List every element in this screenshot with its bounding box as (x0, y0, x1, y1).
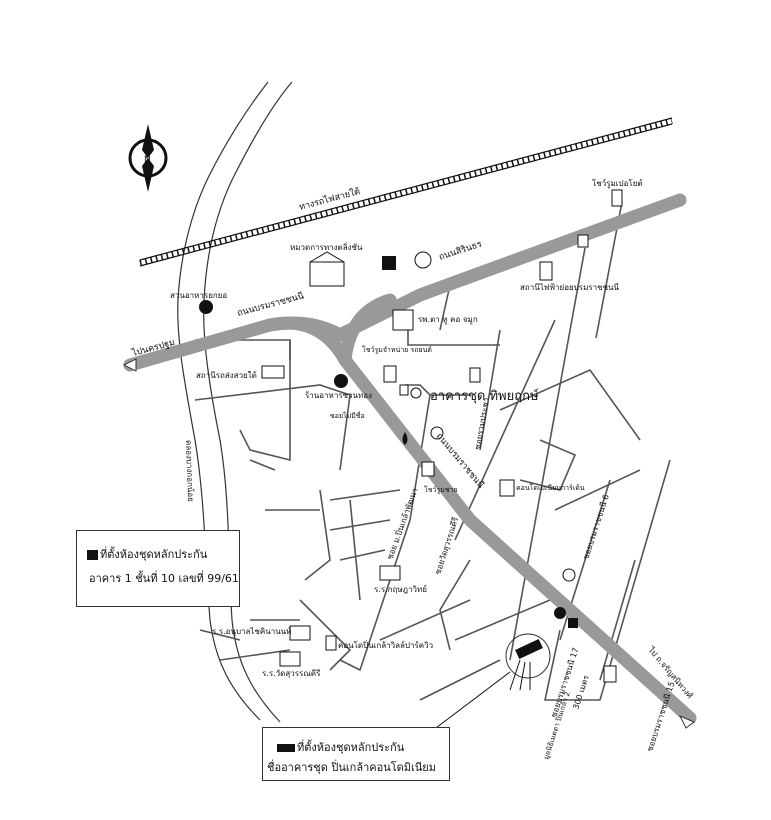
label-school-watsuwan: ร.ร.วัดสุวรรณคีรี (262, 669, 321, 678)
label-showroom-car: โชว์รูมจำหน่าย รถยนต์ (362, 345, 432, 354)
label-building-name: อาคารชุด ทิพยฤกษ์ (430, 388, 539, 404)
condo-icon (325, 635, 337, 651)
road-arrows (122, 358, 695, 729)
restaurant-2-icon (334, 374, 348, 388)
road-label-soi-mubaan: ซอย ม.ปิ่นเกล้าพัฒนา (384, 486, 420, 560)
fire-station-icon (261, 365, 285, 379)
target-site (419, 633, 551, 741)
black-square-icon (87, 550, 98, 560)
label-suan-ahan: สวนอาหารยกยอ (170, 291, 227, 300)
label-power-station: สถานีไฟฟ้าย่อยบรมราชชนนี (520, 283, 619, 292)
info-box-line2: อาคาร 1 ชั้นที่ 10 เลขที่ 99/61 (89, 572, 239, 585)
condo-garden-icon (499, 479, 515, 497)
highway-dept-building-icon (309, 261, 345, 287)
khlong-bangkok-noi (177, 81, 293, 723)
bottom-box: ที่ตั้งห้องชุดหลักประกัน ชื่ออาคารชุด ปิ… (262, 727, 450, 781)
label-showroom: โชว์รูมเปอโยต์ (592, 178, 643, 189)
shell-icon (430, 426, 444, 440)
building-icon (603, 665, 617, 683)
building-tipayarerk-icon (469, 367, 481, 383)
restaurant-icon (199, 300, 213, 314)
north-arrow-icon: N (128, 124, 168, 192)
bottom-box-line2: ชื่ออาคารชุด ปิ่นเกล้าคอนโดมิเนียม (267, 761, 437, 774)
school-2-icon (289, 625, 311, 641)
map-symbols (199, 189, 623, 683)
hospital-icon (392, 309, 414, 331)
black-rect-icon (277, 744, 295, 752)
bottom-box-line1: ที่ตั้งห้องชุดหลักประกัน (297, 741, 405, 754)
bank-2-icon (568, 618, 578, 628)
flag-icon (382, 256, 396, 270)
bank-icon (554, 607, 566, 619)
label-showroom-2: โชว์รูมชาย (424, 485, 458, 494)
label-fire-station: สถานีรถส่งสวยใต้ (196, 371, 257, 380)
fuel-icon (402, 432, 408, 445)
label-condo-garden: คอนโดเมเนียมการ์เด้น (516, 483, 585, 492)
airport-icon (414, 251, 432, 269)
road-label-soi-ruamprachar: ซอยรวมประชา (473, 397, 491, 450)
road-label-sirinthon: ถนนสิรินธร (438, 239, 484, 263)
shop-icon (399, 384, 409, 396)
road-label-borom-top: ถนนบรมราชชนนี (236, 291, 305, 319)
road-label-soi-watsuwan: ซอยวัดสุวรรณคีรี (433, 515, 460, 575)
info-box-line1-wrap: ที่ตั้งห้องชุดหลักประกัน (87, 545, 207, 563)
junction-icon (562, 568, 576, 582)
school-icon (379, 565, 401, 581)
label-soi-point: ซอยไม่มีชื่อ (330, 411, 365, 420)
khlong-label: คลองบางกอกน้อย (184, 440, 195, 502)
label-highway-dept: หมวดการทางตลิ่งชัน (290, 241, 363, 252)
info-box: ที่ตั้งห้องชุดหลักประกัน อาคาร 1 ชั้นที่… (76, 530, 240, 607)
north-label: N (144, 155, 151, 165)
main-roads (123, 193, 697, 725)
road-label-soi-6: ซอยบรมราชชนนี 6 (581, 493, 611, 560)
monument-icon (410, 387, 422, 399)
showroom-car-icon (383, 365, 397, 383)
label-school-krutrawit: ร.ร.กฤษฎาวิทย์ (374, 584, 427, 594)
distance-label: 300 เมตร (571, 674, 591, 711)
label-school-anuban: ร.ร.อนุบาลไชคินานนท์ (212, 626, 291, 636)
school-3-icon (279, 651, 301, 667)
showroom-2-icon (421, 461, 435, 477)
info-box-line1: ที่ตั้งห้องชุดหลักประกัน (100, 548, 208, 561)
label-restaurant: ร้านอาหารชวนทอง (305, 391, 372, 400)
railway-line (139, 117, 673, 267)
power-station-icon (539, 261, 553, 281)
minor-roads (194, 201, 671, 701)
label-condo-pinklao: คอนโดปิ่นเกล้าวิลล์ปาร์ควิว (338, 639, 433, 650)
label-hospital: รพ.ตา หู คอ จมูก (418, 315, 478, 325)
showroom-icon (611, 189, 623, 207)
seven-eleven-icon (577, 234, 589, 248)
bottom-box-line1-wrap: ที่ตั้งห้องชุดหลักประกัน (277, 738, 404, 756)
